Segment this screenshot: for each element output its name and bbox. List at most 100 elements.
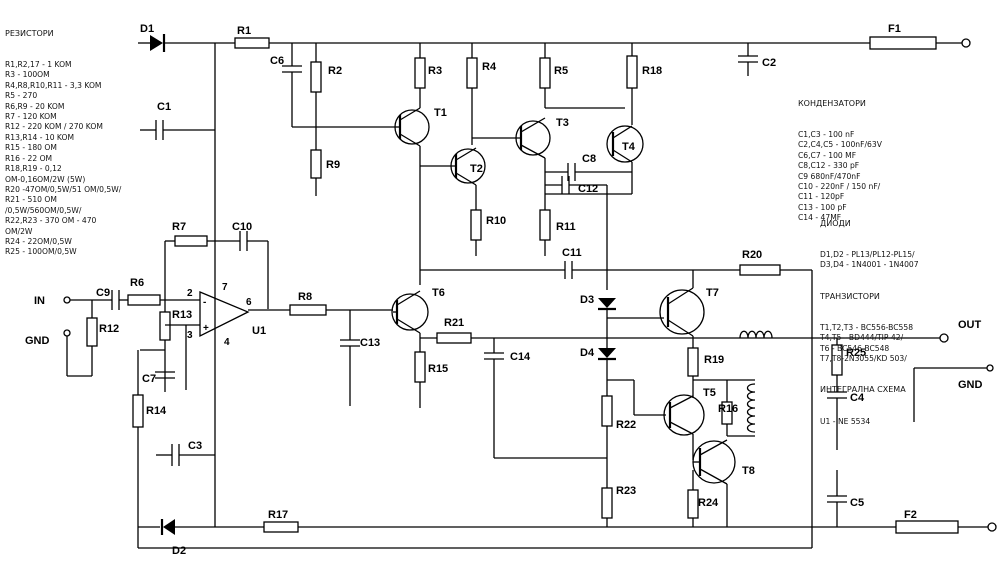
label-R1: R1: [237, 25, 251, 37]
label-C8: C8: [582, 153, 596, 165]
label-D4: D4: [580, 347, 595, 359]
capacitor-line: C9 680nF/470nF: [798, 171, 861, 181]
label-C11: C11: [562, 247, 582, 259]
label-F1: F1: [888, 23, 901, 35]
resistor-line: R12 - 220 KOM / 270 KOM: [5, 122, 103, 132]
transistor-line: T1,T2,T3 - BC556-BC558: [820, 322, 914, 332]
label-R15: R15: [428, 363, 448, 375]
label-R3: R3: [428, 65, 442, 77]
top-supply-rail: [138, 34, 971, 52]
transistor-line: T6 - BC546-BC548: [820, 343, 890, 353]
label-R17: R17: [268, 509, 288, 521]
label-R18: R18: [642, 65, 662, 77]
label-C9: C9: [96, 287, 110, 299]
label-R25: R25: [846, 347, 866, 359]
resistor-line: R18,R19 - 0,12: [5, 164, 62, 174]
label-T7: T7: [706, 287, 719, 299]
resistor-line: R13,R14 - 10 KOM: [5, 132, 75, 142]
label-R20: R20: [742, 249, 762, 261]
label-R9: R9: [326, 159, 340, 171]
resistor-line: R24 - 22OM/0,5W: [5, 236, 72, 246]
label-T3: T3: [556, 117, 569, 129]
diodes-title: ДИОДИ: [820, 218, 851, 228]
ic-line: U1 - NE 5534: [820, 416, 871, 426]
label-R5: R5: [554, 65, 568, 77]
label-R12: R12: [99, 323, 119, 335]
resistor-line: R16 - 22 OM: [5, 153, 53, 163]
pin-plus: +: [203, 323, 209, 334]
transistor-line: T7,T8-2N3055/KD 503/: [820, 354, 907, 364]
resistor-line: R6,R9 - 20 KOM: [5, 101, 65, 111]
label-C14: C14: [510, 351, 531, 363]
capacitor-line: C8,C12 - 330 pF: [798, 161, 860, 171]
pin-6: 6: [246, 297, 252, 308]
label-R6: R6: [130, 277, 144, 289]
resistor-line: R7 - 120 KOM: [5, 112, 57, 122]
resistor-line: R20 -47OM/0,5W/51 OM/0,5W/: [5, 184, 122, 194]
resistor-line: R15 - 180 OM: [5, 143, 57, 153]
semiconductor-list: ДИОДИ D1,D2 - PL13/PL12-PL15/D3,D4 - 1N4…: [820, 198, 919, 437]
capacitor-list-title: КОНДЕНЗАТОРИ: [798, 98, 866, 108]
label-R19: R19: [704, 354, 724, 366]
terminal-gnd-in: GND: [25, 335, 50, 347]
label-C6: C6: [270, 55, 284, 67]
label-R16: R16: [718, 403, 738, 415]
capacitor-line: C1,C3 - 100 nF: [798, 130, 855, 140]
label-C3: C3: [188, 440, 202, 452]
label-T2: T2: [470, 163, 483, 175]
terminal-out: OUT: [958, 319, 982, 331]
transistors-title: ТРАНЗИСТОРИ: [820, 291, 880, 301]
label-C12: C12: [578, 183, 598, 195]
label-C7: C7: [142, 373, 156, 385]
diode-lines: D1,D2 - PL13/PL12-PL15/D3,D4 - 1N4001 - …: [820, 250, 919, 271]
label-T4: T4: [622, 141, 636, 153]
resistor-line: R22,R23 - 370 OM - 470: [5, 216, 97, 226]
pin-7: 7: [222, 282, 228, 293]
resistor-line: R21 - 510 OM: [5, 195, 57, 205]
resistor-line: OM-0,16OM/2W (5W): [5, 174, 86, 184]
label-D3: D3: [580, 294, 594, 306]
label-U1: U1: [252, 325, 266, 337]
resistor-line: /0,5W/560OM/0,5W/: [5, 205, 82, 215]
resistor-line: R5 - 270: [5, 91, 38, 101]
pin-3: 3: [187, 330, 193, 341]
label-R7: R7: [172, 221, 186, 233]
label-T6: T6: [432, 287, 445, 299]
label-R10: R10: [486, 215, 506, 227]
capacitor-line: C13 - 100 pF: [798, 202, 847, 212]
bottom-supply-rail: [138, 519, 997, 535]
label-T8: T8: [742, 465, 755, 477]
resistor-line: R25 - 100OM/0,5W: [5, 247, 77, 257]
label-C5: C5: [850, 497, 864, 509]
capacitor-line: C2,C4,C5 - 100nF/63V: [798, 140, 882, 150]
diode-line: D1,D2 - PL13/PL12-PL15/: [820, 250, 915, 260]
label-T1: T1: [434, 107, 447, 119]
label-C10: C10: [232, 221, 252, 233]
label-R24: R24: [698, 497, 719, 509]
resistor-line: R4,R8,R10,R11 - 3,3 KOM: [5, 80, 102, 90]
ic-lines: U1 - NE 5534: [820, 417, 919, 427]
resistor-line: OM/2W: [5, 226, 33, 236]
capacitor-line: C6,C7 - 100 MF: [798, 150, 857, 160]
label-R8: R8: [298, 291, 312, 303]
capacitor-line: C10 - 220nF / 150 nF/: [798, 182, 881, 192]
pin-4: 4: [224, 337, 230, 348]
terminal-gnd-out: GND: [958, 379, 983, 391]
label-D2: D2: [172, 545, 186, 557]
ic-title: ИНТЕГРАЛНА СХЕМА: [820, 385, 906, 395]
capacitor-line: C11 - 120pF: [798, 192, 845, 202]
label-R2: R2: [328, 65, 342, 77]
capacitor-line: C14 - 47MF: [798, 213, 842, 223]
label-C13: C13: [360, 337, 380, 349]
label-R23: R23: [616, 485, 636, 497]
resistor-line: R3 - 100OM: [5, 70, 50, 80]
transistor-line: T4,T5 - BD444/TIP 42/: [820, 333, 904, 343]
resistor-list-title: РЕЗИСТОРИ: [5, 28, 54, 38]
pin-2: 2: [187, 288, 193, 299]
label-C2: C2: [762, 57, 776, 69]
